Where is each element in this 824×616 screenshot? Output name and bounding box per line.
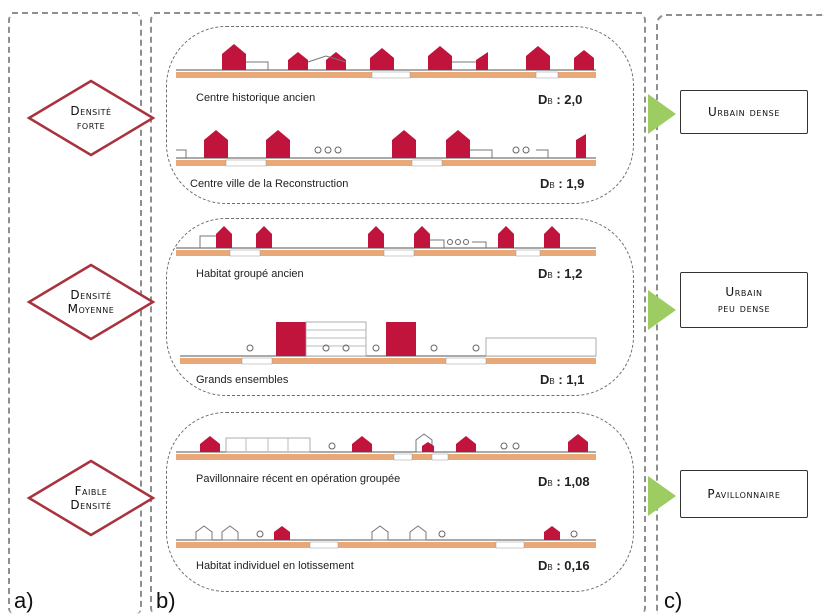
group-low-density [166, 412, 634, 592]
row-label-subdivision: Habitat individuel en lotissement [196, 560, 354, 572]
street-gap [515, 249, 541, 257]
building [476, 52, 488, 70]
building-block [276, 322, 306, 356]
street-gap [445, 357, 487, 365]
street-profile-grouped-old [176, 226, 596, 257]
density-value-recent-suburban: DB : 1,08 [538, 474, 590, 489]
building [568, 434, 588, 452]
arrow-urbain-dense [648, 94, 676, 134]
category-box-urbain-dense: Urbain dense [680, 90, 808, 134]
building [204, 130, 228, 158]
row-label-grouped-old: Habitat groupé ancien [196, 268, 304, 280]
density-high-line2: forte [76, 118, 106, 132]
column-b-frame [150, 14, 646, 614]
density-diamond-high: Densité forte [26, 78, 156, 158]
density-value-large-estates: DB : 1,1 [540, 372, 585, 387]
building [422, 442, 434, 452]
panel-label-b: b) [156, 588, 176, 613]
building-block [386, 322, 416, 356]
building [352, 436, 372, 452]
group-high-density [166, 26, 634, 204]
building [326, 52, 346, 70]
row-label-historic: Centre historique ancien [196, 92, 316, 104]
density-diamond-medium: Densité Moyenne [26, 262, 156, 342]
category-urbain-dense-line1: Urbain dense [708, 105, 780, 119]
building [222, 44, 246, 70]
street-gap [229, 249, 261, 257]
street-gap [393, 453, 413, 461]
street-profile-subdivision [176, 525, 596, 549]
category-pavillonnaire-line1: Pavillonnaire [707, 487, 781, 501]
density-medium-line2: Moyenne [67, 302, 115, 316]
density-high-line1: Densité [70, 104, 112, 118]
category-box-pavillonnaire: Pavillonnaire [680, 470, 808, 518]
category-urbain-peu-dense-line1: Urbain [725, 285, 763, 299]
building [498, 226, 514, 248]
street-gap [535, 71, 559, 79]
street-profile-historic [176, 44, 596, 79]
density-diamond-low: Faible Densité [26, 458, 156, 538]
ground-strip [176, 454, 596, 460]
group-medium-density [166, 218, 634, 396]
arrow-urbain-peu-dense [648, 290, 676, 330]
street-profile-large-estates [180, 321, 597, 365]
street-profile-recent-suburban [176, 433, 596, 461]
building [446, 130, 470, 158]
ground-strip [176, 160, 596, 166]
street-gap [371, 71, 411, 79]
column-a-frame [8, 14, 142, 614]
building-block-outline [485, 337, 597, 357]
building [200, 436, 220, 452]
building [266, 130, 290, 158]
density-value-grouped-old: DB : 1,2 [538, 266, 583, 281]
building [370, 48, 394, 70]
building [288, 52, 308, 70]
street-profile-reconstruction [176, 130, 596, 167]
street-gap [225, 159, 267, 167]
street-gap [241, 357, 273, 365]
density-medium-line1: Densité [70, 288, 112, 302]
street-gap [411, 159, 443, 167]
building-block-outline [305, 321, 367, 357]
street-gap [383, 249, 415, 257]
density-value-historic: DB : 2,0 [538, 92, 583, 107]
building [456, 436, 476, 452]
row-label-large-estates: Grands ensembles [196, 374, 289, 386]
building [392, 130, 416, 158]
building [526, 46, 550, 70]
diamond-shape [26, 459, 156, 537]
building [544, 526, 560, 540]
ground-strip [180, 358, 596, 364]
column-b-top-line [154, 12, 642, 14]
street-gap [309, 541, 339, 549]
building [368, 226, 384, 248]
building [256, 226, 272, 248]
density-low-line1: Faible [74, 484, 108, 498]
building [216, 226, 232, 248]
density-value-subdivision: DB : 0,16 [538, 558, 590, 573]
street-gap [431, 453, 449, 461]
arrow-pavillonnaire [648, 476, 676, 516]
building [576, 134, 586, 158]
column-a-top-line [12, 12, 138, 14]
category-urbain-peu-dense-line2: peu dense [717, 301, 771, 315]
density-low-line2: Densité [70, 498, 112, 512]
building [428, 46, 452, 70]
building [544, 226, 560, 248]
building [274, 526, 290, 540]
panel-label-c: c) [664, 588, 683, 613]
row-label-reconstruction: Centre ville de la Reconstruction [190, 178, 349, 190]
diamond-shape [26, 263, 156, 341]
building [574, 50, 594, 70]
diamond-shape [26, 79, 156, 157]
building [414, 226, 430, 248]
panel-label-a: a) [14, 588, 34, 613]
ground-strip [176, 542, 596, 548]
street-gap [495, 541, 525, 549]
category-box-urbain-peu-dense: Urbain peu dense [680, 272, 808, 328]
density-value-reconstruction: DB : 1,9 [540, 176, 585, 191]
row-label-recent-suburban: Pavillonnaire récent en opération groupé… [196, 473, 401, 485]
